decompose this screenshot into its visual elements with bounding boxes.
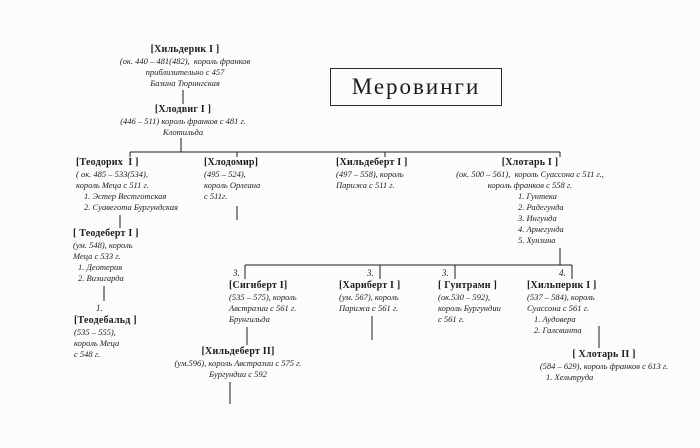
person-details: (446 – 511) король франков с 481 г. Клот… [120,116,246,137]
person-details: ( ок. 485 – 533(534), король Меца с 511 … [76,169,149,190]
person-wives: 1. Эстер Вестготская 2. Суавегота Бургун… [84,191,179,212]
person-sigebert-i: [Сигиберт I] (535 – 575), король Австраз… [229,280,339,325]
person-chlothar-ii: [ Хлотарь II ] (584 – 629), король франк… [518,349,690,383]
person-name: [ Гунтрамн ] [438,280,497,291]
person-name: [Хильперик I ] [527,280,597,291]
person-childeric-i: [Хильдерик I ] (ок. 440 – 481(482), коро… [85,44,285,89]
person-details: (ум. 567), король Парижа с 561 г. [339,292,399,313]
person-name: [Сигиберт I] [229,280,288,291]
person-childebert-i: [Хильдеберт I ] (497 – 558), король Пари… [336,157,446,191]
person-details: (ок.530 – 592), король Бургундии с 561 г… [438,292,501,324]
person-theudebald: [Теодебальд ] (535 – 555), король Меца с… [74,315,164,360]
person-details: (584 – 629), король франков с 613 г. [539,361,669,371]
mother-number-label: 3. [367,268,374,278]
person-details: (537 – 584), король Суассона с 561 г. [527,292,595,313]
person-name: [Хариберт I ] [339,280,401,291]
person-name: [Хильдерик I ] [150,44,220,55]
person-name: [Теодорих I ] [76,157,139,168]
person-name: [ Теодеберт I ] [73,228,139,239]
person-name: [Теодебальд ] [74,315,137,326]
person-wives: 1. Хельтруда [546,372,594,382]
person-name: [Хильдеберт II] [201,346,275,357]
person-details: (ум.596), король Австразии с 575 г. Бург… [174,358,302,379]
person-chlodomer: [Хлодомир] (495 – 524), король Орлеана с… [204,157,294,202]
person-childebert-ii: [Хильдеберт II] (ум.596), король Австраз… [152,346,324,380]
mother-number-label: 3. [233,268,240,278]
person-details: (535 – 555), король Меца с 548 г. [74,327,120,359]
person-name: [Хлодомир] [204,157,259,168]
person-details: (ок. 440 – 481(482), король франков приб… [119,56,251,88]
mother-number-label: 4. [559,268,566,278]
person-charibert-i: [Хариберт I ] (ум. 567), король Парижа с… [339,280,439,314]
person-name: [Хлодвиг I ] [154,104,212,115]
mother-number-label: 1. [96,303,103,313]
person-name: [ Хлотарь II ] [572,349,636,360]
person-wives: 1. Гунтека 2. Радегунда 3. Ингунда 4. Ар… [518,191,564,245]
person-guntram: [ Гунтрамн ] (ок.530 – 592), король Бург… [438,280,533,325]
person-details: (535 – 575), король Австразии с 561 г. Б… [229,292,297,324]
person-wives: 1. Деотерия 2. Визигарда [78,262,124,283]
dynasty-title: Меровинги [351,74,481,99]
person-details: (ум. 548), король Меца с 533 г. [73,240,133,261]
person-details: (ок. 500 – 561), король Суассона с 511 г… [456,169,604,190]
person-chilperic-i: [Хильперик I ] (537 – 584), король Суасс… [527,280,642,336]
mother-number-label: 3. [442,268,449,278]
person-clovis-i: [Хлодвиг I ] (446 – 511) король франков … [80,104,286,138]
person-name: [Хильдеберт I ] [336,157,408,168]
person-theudebert-i: [ Теодеберт I ] (ум. 548), король Меца с… [73,228,193,284]
person-wives: 1. Аудовера 2. Галсвинта [534,314,582,335]
person-name: [Хлотарь I ] [501,157,559,168]
person-details: (497 – 558), король Парижа с 511 г. [336,169,404,190]
person-chlothar-i: [Хлотарь I ] (ок. 500 – 561), король Суа… [424,157,636,246]
dynasty-title-box: Меровинги [330,68,502,106]
person-details: (495 – 524), король Орлеана с 511г. [204,169,261,201]
person-theodoric-i: [Теодорих I ] ( ок. 485 – 533(534), коро… [76,157,226,213]
